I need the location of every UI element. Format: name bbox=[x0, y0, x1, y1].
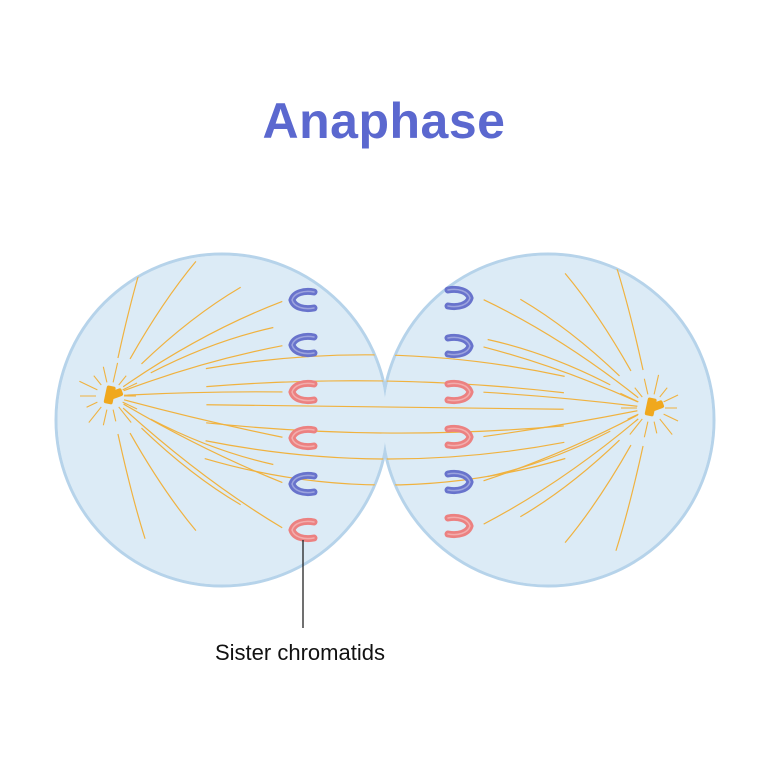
aster-ray bbox=[620, 392, 639, 403]
polar-fiber bbox=[478, 336, 652, 409]
polar-fiber bbox=[109, 254, 202, 397]
polar-fiber bbox=[512, 407, 652, 522]
cell-fill-right bbox=[383, 255, 713, 585]
polar-fiber bbox=[109, 395, 148, 547]
aster-ray bbox=[643, 378, 649, 395]
chromatid-icon bbox=[288, 332, 318, 358]
polar-fiber bbox=[613, 257, 652, 409]
aster-ray bbox=[663, 413, 679, 422]
aster-ray bbox=[122, 401, 138, 410]
kinetochore-fiber bbox=[109, 395, 287, 439]
centrosome-icon bbox=[103, 385, 124, 405]
aster-ray bbox=[102, 409, 108, 426]
kinetochore-fiber bbox=[479, 391, 652, 409]
centrosome-icon bbox=[644, 397, 665, 417]
polar-fiber bbox=[109, 395, 249, 510]
aster-ray bbox=[86, 401, 98, 408]
aster-ray bbox=[88, 406, 102, 423]
interpolar-fiber bbox=[149, 403, 621, 411]
kinetochore-fiber bbox=[479, 407, 652, 527]
aster-ray bbox=[653, 374, 660, 395]
aster-ray bbox=[629, 418, 643, 435]
polar-fiber bbox=[478, 407, 652, 480]
cell-fill-left bbox=[57, 255, 387, 585]
cell-body bbox=[54, 252, 716, 588]
aster-ray bbox=[659, 387, 668, 398]
aster-ray bbox=[112, 409, 117, 422]
sister-chromatids-label: Sister chromatids bbox=[215, 640, 385, 665]
kinetochore-fiber bbox=[109, 299, 287, 397]
aster-ray bbox=[93, 375, 102, 386]
chromatid-icon bbox=[444, 424, 474, 450]
aster-ray bbox=[79, 380, 98, 391]
chromatid-icon bbox=[288, 425, 318, 451]
kinetochore-fiber bbox=[479, 407, 652, 438]
kinetochore-fiber bbox=[109, 391, 287, 397]
polar-fiber bbox=[109, 324, 283, 397]
chromatids bbox=[288, 285, 474, 543]
polar-fiber bbox=[109, 282, 249, 397]
kinetochore-fiber bbox=[109, 395, 287, 485]
aster-ray bbox=[643, 421, 649, 438]
chromatid-icon bbox=[288, 471, 318, 497]
polar-fiber bbox=[613, 407, 652, 559]
chromatid-icon bbox=[288, 287, 318, 313]
aster-ray bbox=[118, 406, 132, 423]
polar-fiber bbox=[559, 407, 652, 550]
polar-fiber bbox=[559, 266, 652, 409]
diagram-title: Anaphase bbox=[262, 93, 506, 149]
aster-ray bbox=[663, 394, 679, 403]
chromatid-icon bbox=[444, 333, 474, 359]
centrosomes bbox=[103, 385, 665, 417]
chromatid-icon bbox=[444, 285, 474, 311]
aster-ray bbox=[634, 387, 643, 398]
kinetochore-fiber bbox=[109, 344, 287, 397]
chromatid-icon bbox=[444, 379, 474, 405]
interpolar-fiber bbox=[149, 415, 621, 434]
aster-ray bbox=[653, 421, 658, 434]
kinetochore-fiber bbox=[109, 395, 287, 531]
aster-ray bbox=[102, 366, 108, 383]
chromatid-icon bbox=[444, 469, 474, 495]
aster-ray bbox=[112, 362, 119, 383]
chromatid-icon bbox=[288, 379, 318, 405]
chromatid-icon bbox=[288, 517, 318, 543]
polar-fiber bbox=[109, 395, 283, 468]
aster-ray bbox=[122, 382, 138, 391]
polar-fiber bbox=[109, 395, 202, 538]
polar-fiber bbox=[512, 294, 652, 409]
chromatid-icon bbox=[444, 513, 474, 539]
aster-ray bbox=[118, 375, 127, 386]
aster-ray bbox=[659, 418, 673, 435]
kinetochore-fiber bbox=[479, 297, 652, 409]
spindle-fibers bbox=[79, 254, 679, 559]
kinetochore-fiber bbox=[479, 407, 652, 483]
aster-ray bbox=[627, 413, 639, 420]
